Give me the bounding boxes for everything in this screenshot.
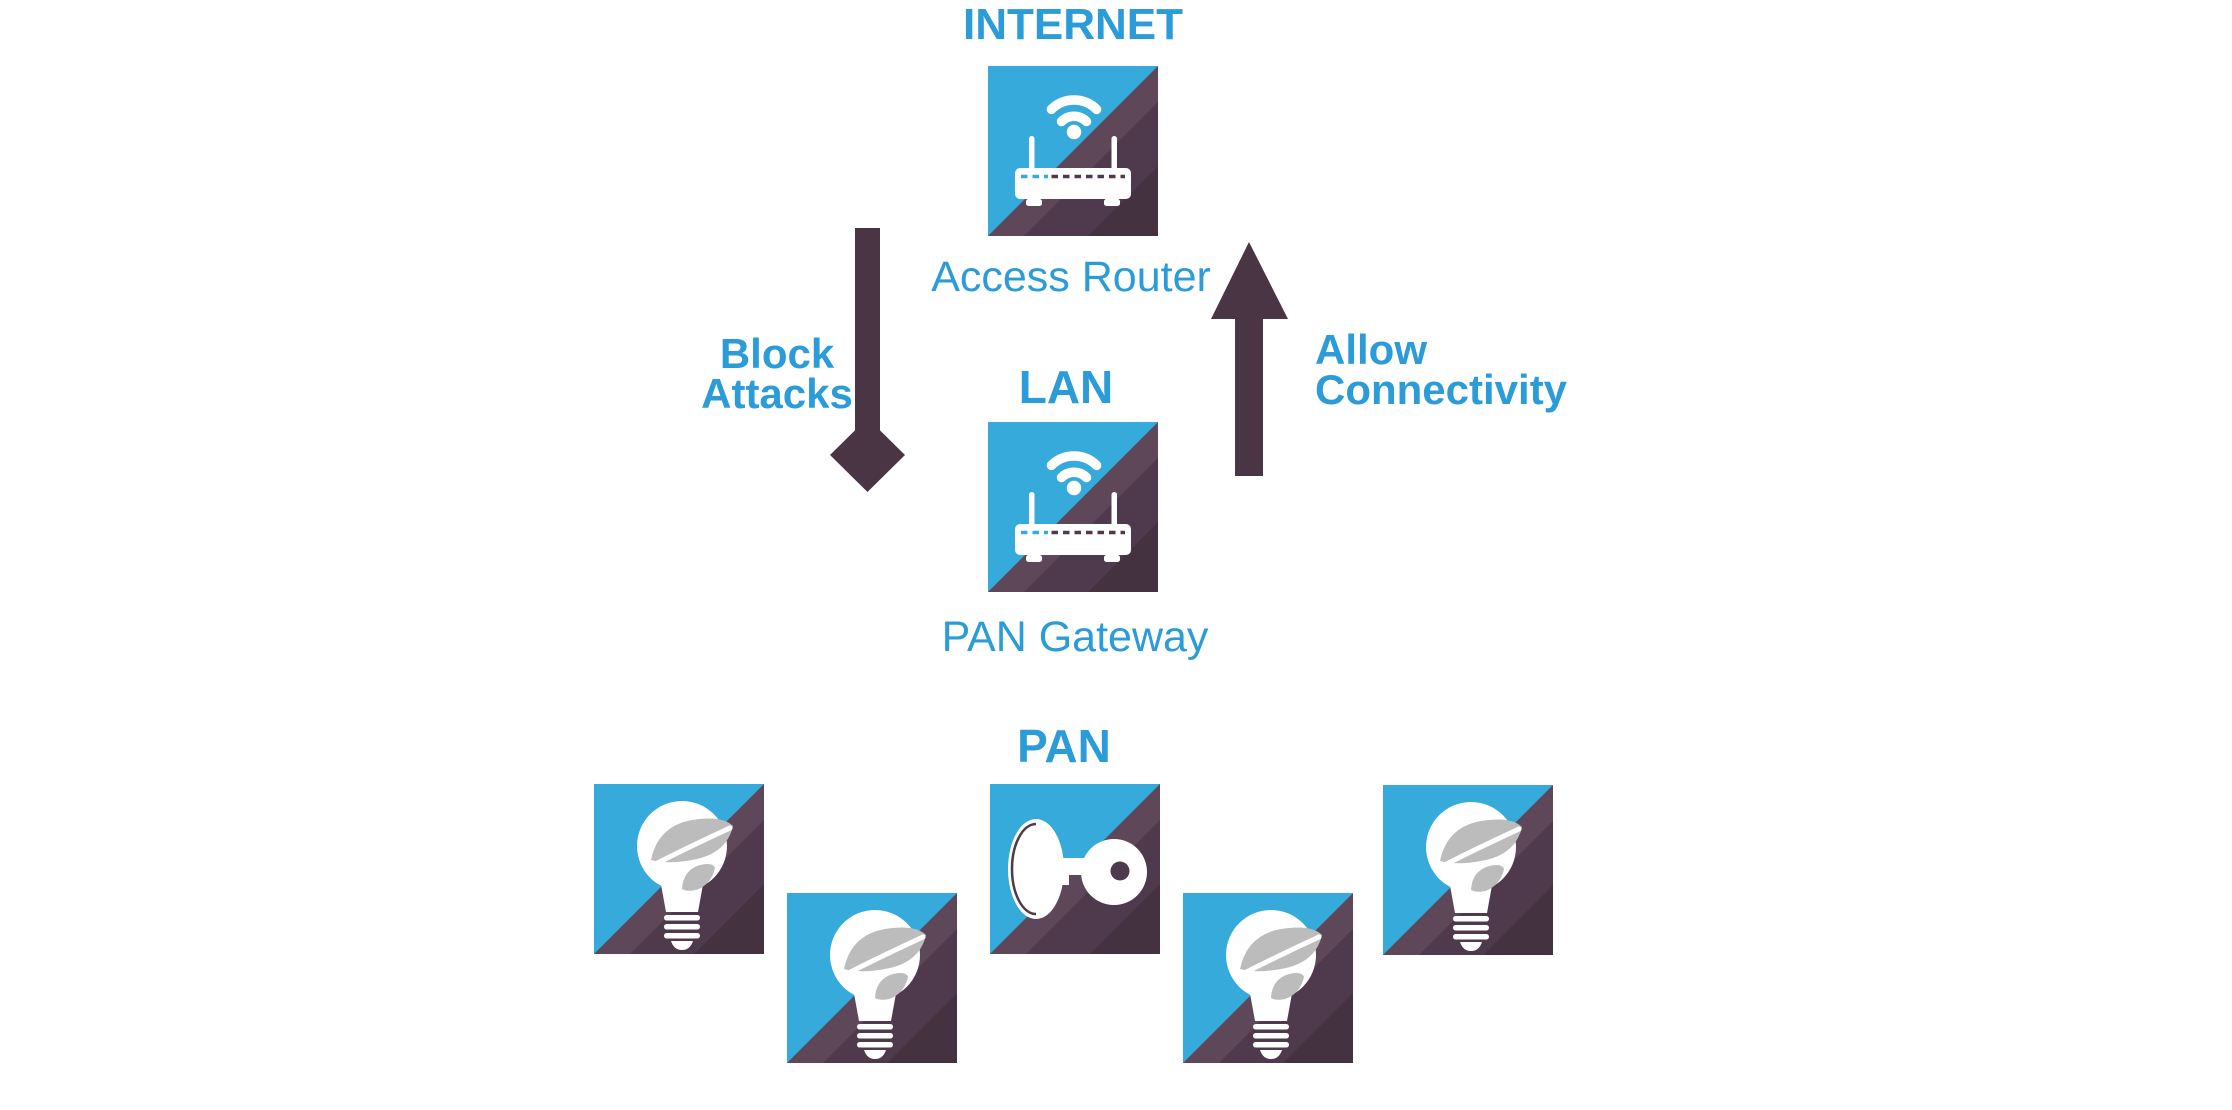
smart-bulb-icon <box>1183 893 1353 1063</box>
lock-and-key-icon <box>990 784 1160 954</box>
pan-label: PAN <box>1017 720 1111 772</box>
smart-bulb-icon <box>594 784 764 954</box>
smart-bulb-icon <box>787 893 957 1063</box>
block-attacks-arrow-icon <box>830 228 905 492</box>
internet-label: INTERNET <box>963 0 1183 49</box>
pan-gateway-label: PAN Gateway <box>941 613 1209 661</box>
wifi-router-icon <box>988 66 1158 236</box>
wifi-router-icon <box>988 422 1158 592</box>
block-attacks-label: Block Attacks <box>701 330 853 417</box>
allow-connectivity-arrow-icon <box>1211 242 1288 476</box>
allow-connectivity-label: Allow Connectivity <box>1315 326 1568 413</box>
lan-label: LAN <box>1018 361 1114 413</box>
smart-bulb-icon <box>1383 785 1553 955</box>
access-router-label: Access Router <box>931 253 1211 301</box>
